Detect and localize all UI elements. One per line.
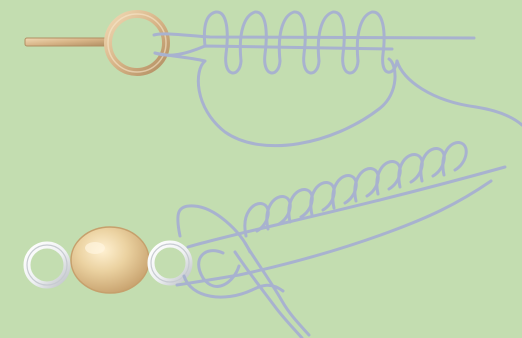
swivel-barrel	[71, 227, 149, 293]
swivel-barrel-highlight	[85, 242, 105, 254]
ring-shank	[25, 38, 107, 46]
